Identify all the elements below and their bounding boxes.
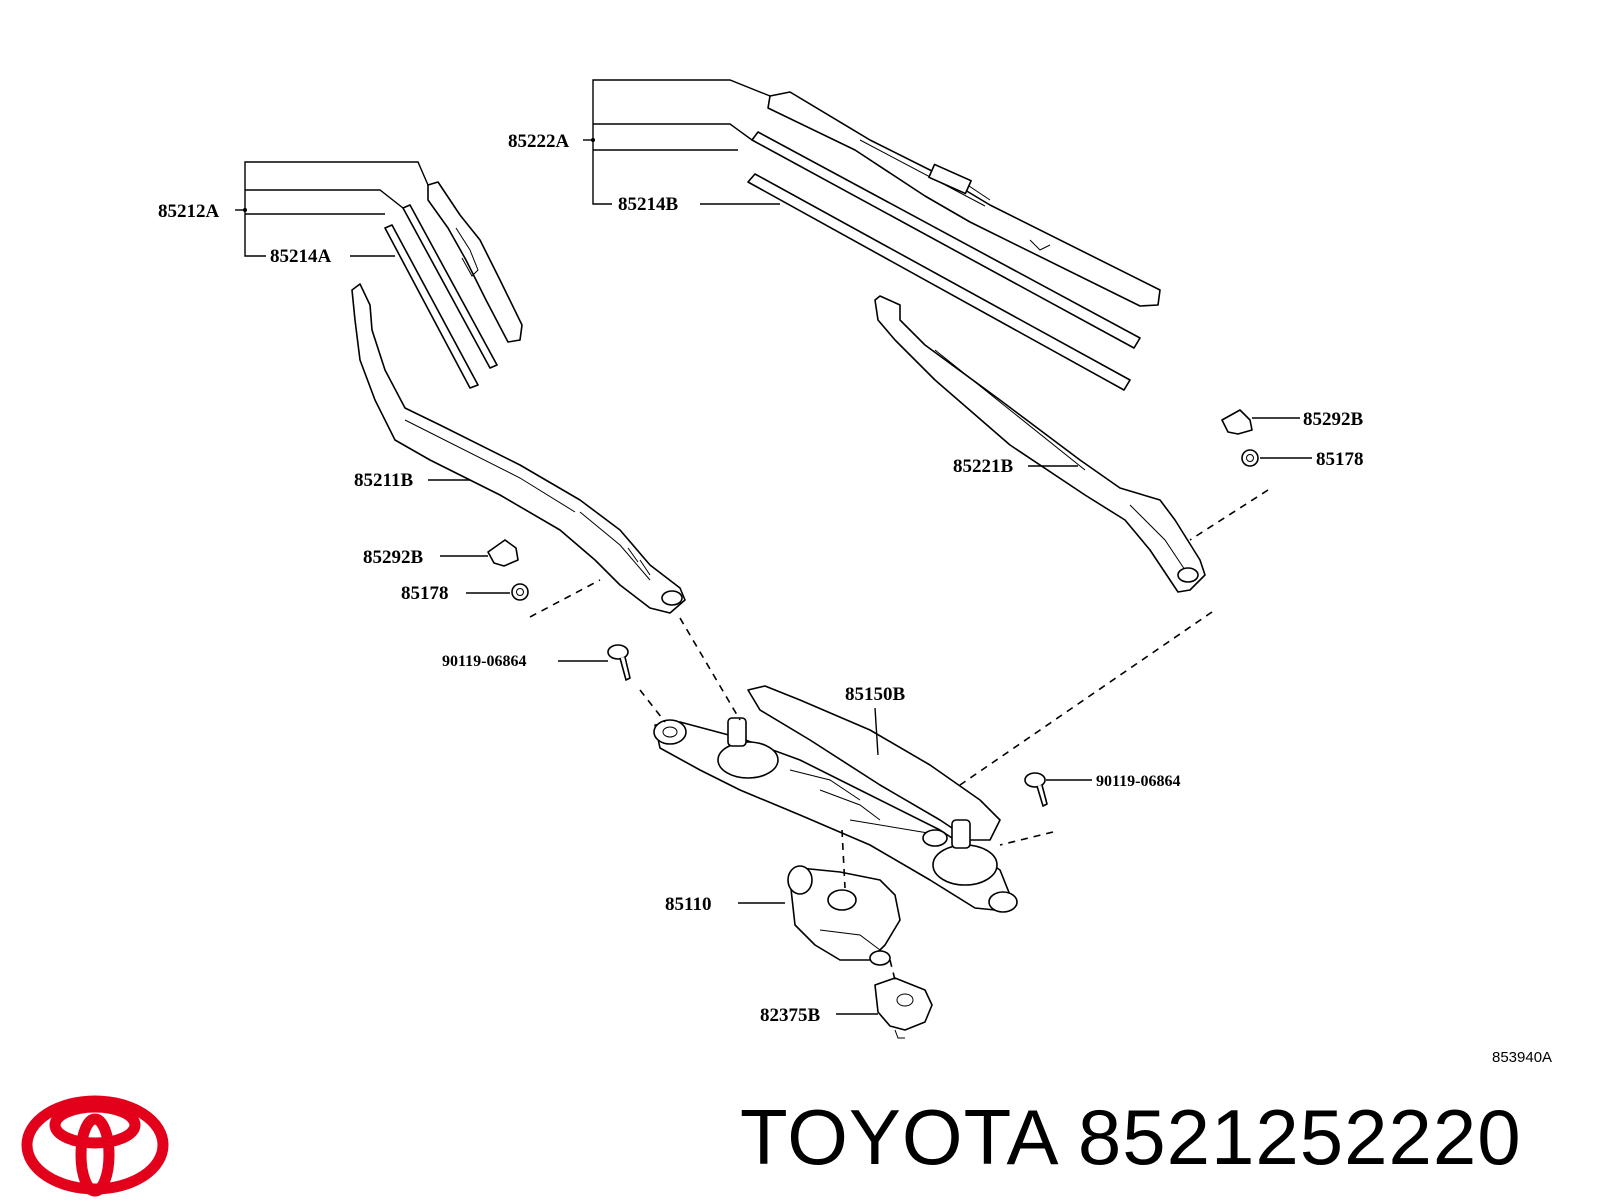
right-bolt-90119: 90119-06864 [1024,772,1180,807]
part-label-85110: 85110 [665,894,711,915]
right-cap-85292B: 85292B [1221,409,1364,435]
part-label-90119-left: 90119-06864 [442,653,526,670]
left-cap-85292B: 85292B [363,539,519,568]
right-wiper-arm [874,295,1206,593]
part-label-90119-right: 90119-06864 [1096,773,1180,790]
left-wiper-blade [384,181,523,389]
part-label-85292B-right: 85292B [1303,409,1364,430]
left-nut-85178: 85178 [401,583,529,604]
brand-name: TOYOTA [740,1093,1056,1181]
label-85222A-group: 85222A 85214B [508,79,780,215]
part-label-85214B: 85214B [618,194,679,215]
connector: 82375B [760,977,933,1039]
label-85150B-group: 85150B [845,684,906,756]
part-label-82375B: 82375B [760,1005,821,1026]
part-label-85221B: 85221B [953,456,1014,477]
wiper-motor: 85110 [665,865,901,966]
right-nut-85178: 85178 [1241,449,1364,470]
part-label-85222A: 85222A [508,131,570,152]
label-85221B-group: 85221B [953,456,1078,477]
part-label-85212A: 85212A [158,201,220,222]
right-wiper-blade [747,91,1161,391]
wiper-parts-diagram: 85222A 85214B 85212A 85214A 85211B [158,79,1364,1039]
label-85212A-group: 85212A 85214A [158,161,429,267]
part-label-85211B: 85211B [354,470,413,491]
assembly-lines [529,489,1269,981]
left-wiper-arm [351,283,686,614]
part-label-85178-left: 85178 [401,583,449,604]
part-label-85214A: 85214A [270,246,332,267]
label-85211B-group: 85211B [354,470,470,491]
part-number: 8521252220 [1077,1093,1522,1181]
toyota-logo-icon [21,1095,169,1197]
part-label-85150B: 85150B [845,684,906,705]
part-label-85292B-left: 85292B [363,547,424,568]
brand-part-number-line: TOYOTA 8521252220 [740,1092,1522,1183]
diagram-code: 853940A [1492,1049,1553,1066]
part-label-85178-right: 85178 [1316,449,1364,470]
wiper-linkage [653,685,1018,913]
left-bolt-90119: 90119-06864 [442,644,631,681]
